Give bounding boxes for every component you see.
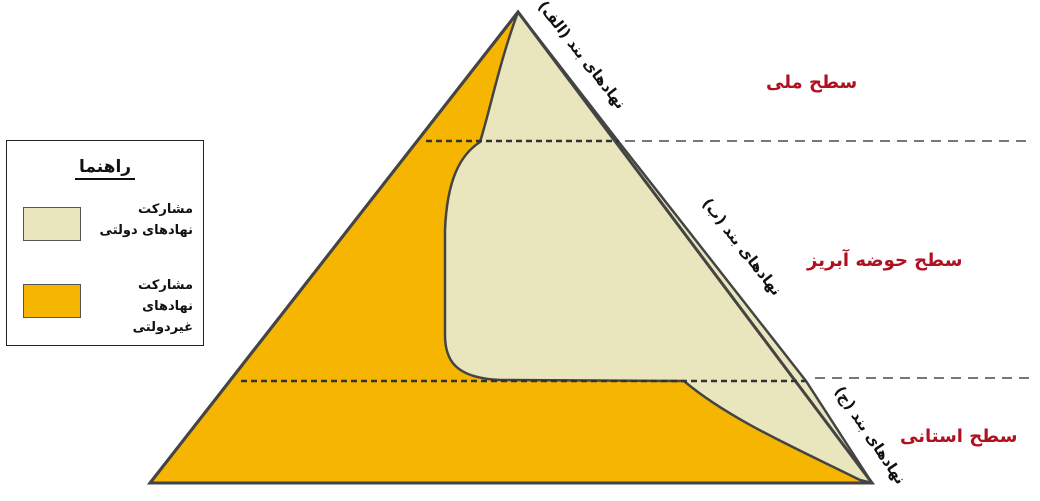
level-label-provincial: سطح استانی <box>900 426 1018 447</box>
legend-swatch-non-government <box>23 284 81 318</box>
level-label-national: سطح ملی <box>766 72 858 93</box>
legend-swatch-government <box>23 207 81 241</box>
legend-label-non-government: مشارکت نهادهای غیردولتی <box>132 278 193 335</box>
government-participation-area <box>443 10 874 485</box>
legend: راهنما مشارکت نهادهای دولتی مشارکت نهاده… <box>6 140 204 346</box>
pyramid-outline <box>146 9 876 485</box>
legend-label-government: مشارکت نهادهای دولتی <box>99 202 193 238</box>
level-label-basin: سطح حوضه آبریز <box>807 250 963 271</box>
legend-title: راهنما <box>7 157 203 180</box>
